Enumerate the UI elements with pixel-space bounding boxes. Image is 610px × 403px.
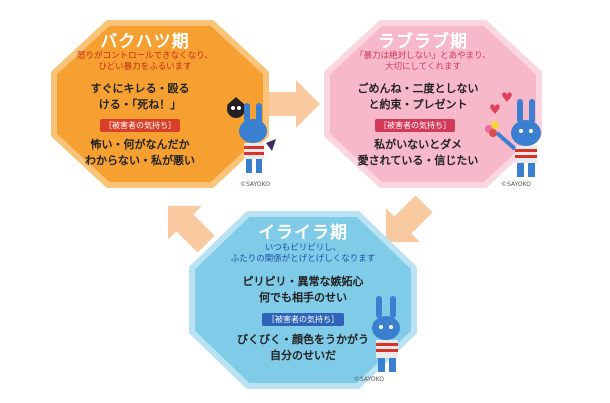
victim-feelings-line2: わからない・私が悪い xyxy=(85,154,195,167)
phase-behavior-line2: ける・「死ね！」 xyxy=(98,98,182,111)
copyright-credit: ©SAYOKO xyxy=(240,181,270,188)
victim-feelings-tag: ［被害者の気持ち］ xyxy=(100,119,180,132)
victim-feelings-line2: 自分のせいだ xyxy=(270,349,336,362)
phase-description-line1: いつもピリピリし、 xyxy=(264,243,342,253)
victim-feelings-line1: 怖い・何がなんだか xyxy=(90,138,190,151)
phase-title: イライラ期 xyxy=(258,223,348,243)
arrow-explosion-to-love xyxy=(266,80,320,128)
octagon-shape-pink xyxy=(324,20,542,188)
phase-description-line2: 大切にしてくれます xyxy=(385,62,461,72)
phase-love: ラブラブ期 「暴力は絶対しない」とあやまり、 大切にしてくれます ごめんね・二度… xyxy=(323,19,543,189)
phase-description-line1: 「暴力は絶対しない」とあやまり、 xyxy=(355,51,491,61)
octagon-shape-orange xyxy=(51,20,269,188)
phase-explosion: バクハツ期 怒りがコントロールできなくなり、 ひどい暴力をふるいます すぐにキレ… xyxy=(50,19,276,189)
victim-feelings-tag: ［被害者の気持ち］ xyxy=(375,119,455,132)
victim-feelings-line2: 愛されている・信じたい xyxy=(357,154,479,167)
phase-title: ラブラブ期 xyxy=(378,32,468,52)
octagon-shape-blue xyxy=(189,211,417,389)
victim-feelings-tag: ［被害者の気持ち］ xyxy=(262,313,344,326)
copyright-credit: ©SAYOKO xyxy=(501,181,531,188)
phase-description-line2: ひどい暴力をふるいます xyxy=(98,62,192,72)
phase-description-line1: 怒りがコントロールできなくなり、 xyxy=(77,51,213,61)
victim-feelings-line1: 私がいないとダメ xyxy=(374,138,462,151)
angry-rabbit-mascot-icon xyxy=(227,97,276,173)
phase-behavior-line2: と約束・プレゼント xyxy=(368,98,468,111)
bouquet-rabbit-mascot-icon xyxy=(485,92,541,177)
phase-title: バクハツ期 xyxy=(100,32,190,52)
arrow-tension-to-explosion xyxy=(167,205,215,252)
phase-behavior-line1: ピリピリ・異常な嫉妬心 xyxy=(242,275,364,288)
phase-tension: イライラ期 いつもピリピリし、 ふたりの関係がとげとげしくなります ピリピリ・異… xyxy=(188,210,418,390)
phase-behavior-line1: ごめんね・二度としない xyxy=(357,82,479,95)
anxious-rabbit-mascot-icon xyxy=(372,296,400,372)
arrow-love-to-tension xyxy=(385,196,433,243)
copyright-credit: ©SAYOKO xyxy=(354,376,384,383)
phase-behavior-line2: 何でも相手のせい xyxy=(259,291,347,304)
phase-behavior-line1: すぐにキレる・殴る xyxy=(90,82,190,95)
victim-feelings-line1: びくびく・顔色をうかがう xyxy=(237,333,369,346)
phase-description-line2: ふたりの関係がとげとげしくなります xyxy=(230,254,376,264)
